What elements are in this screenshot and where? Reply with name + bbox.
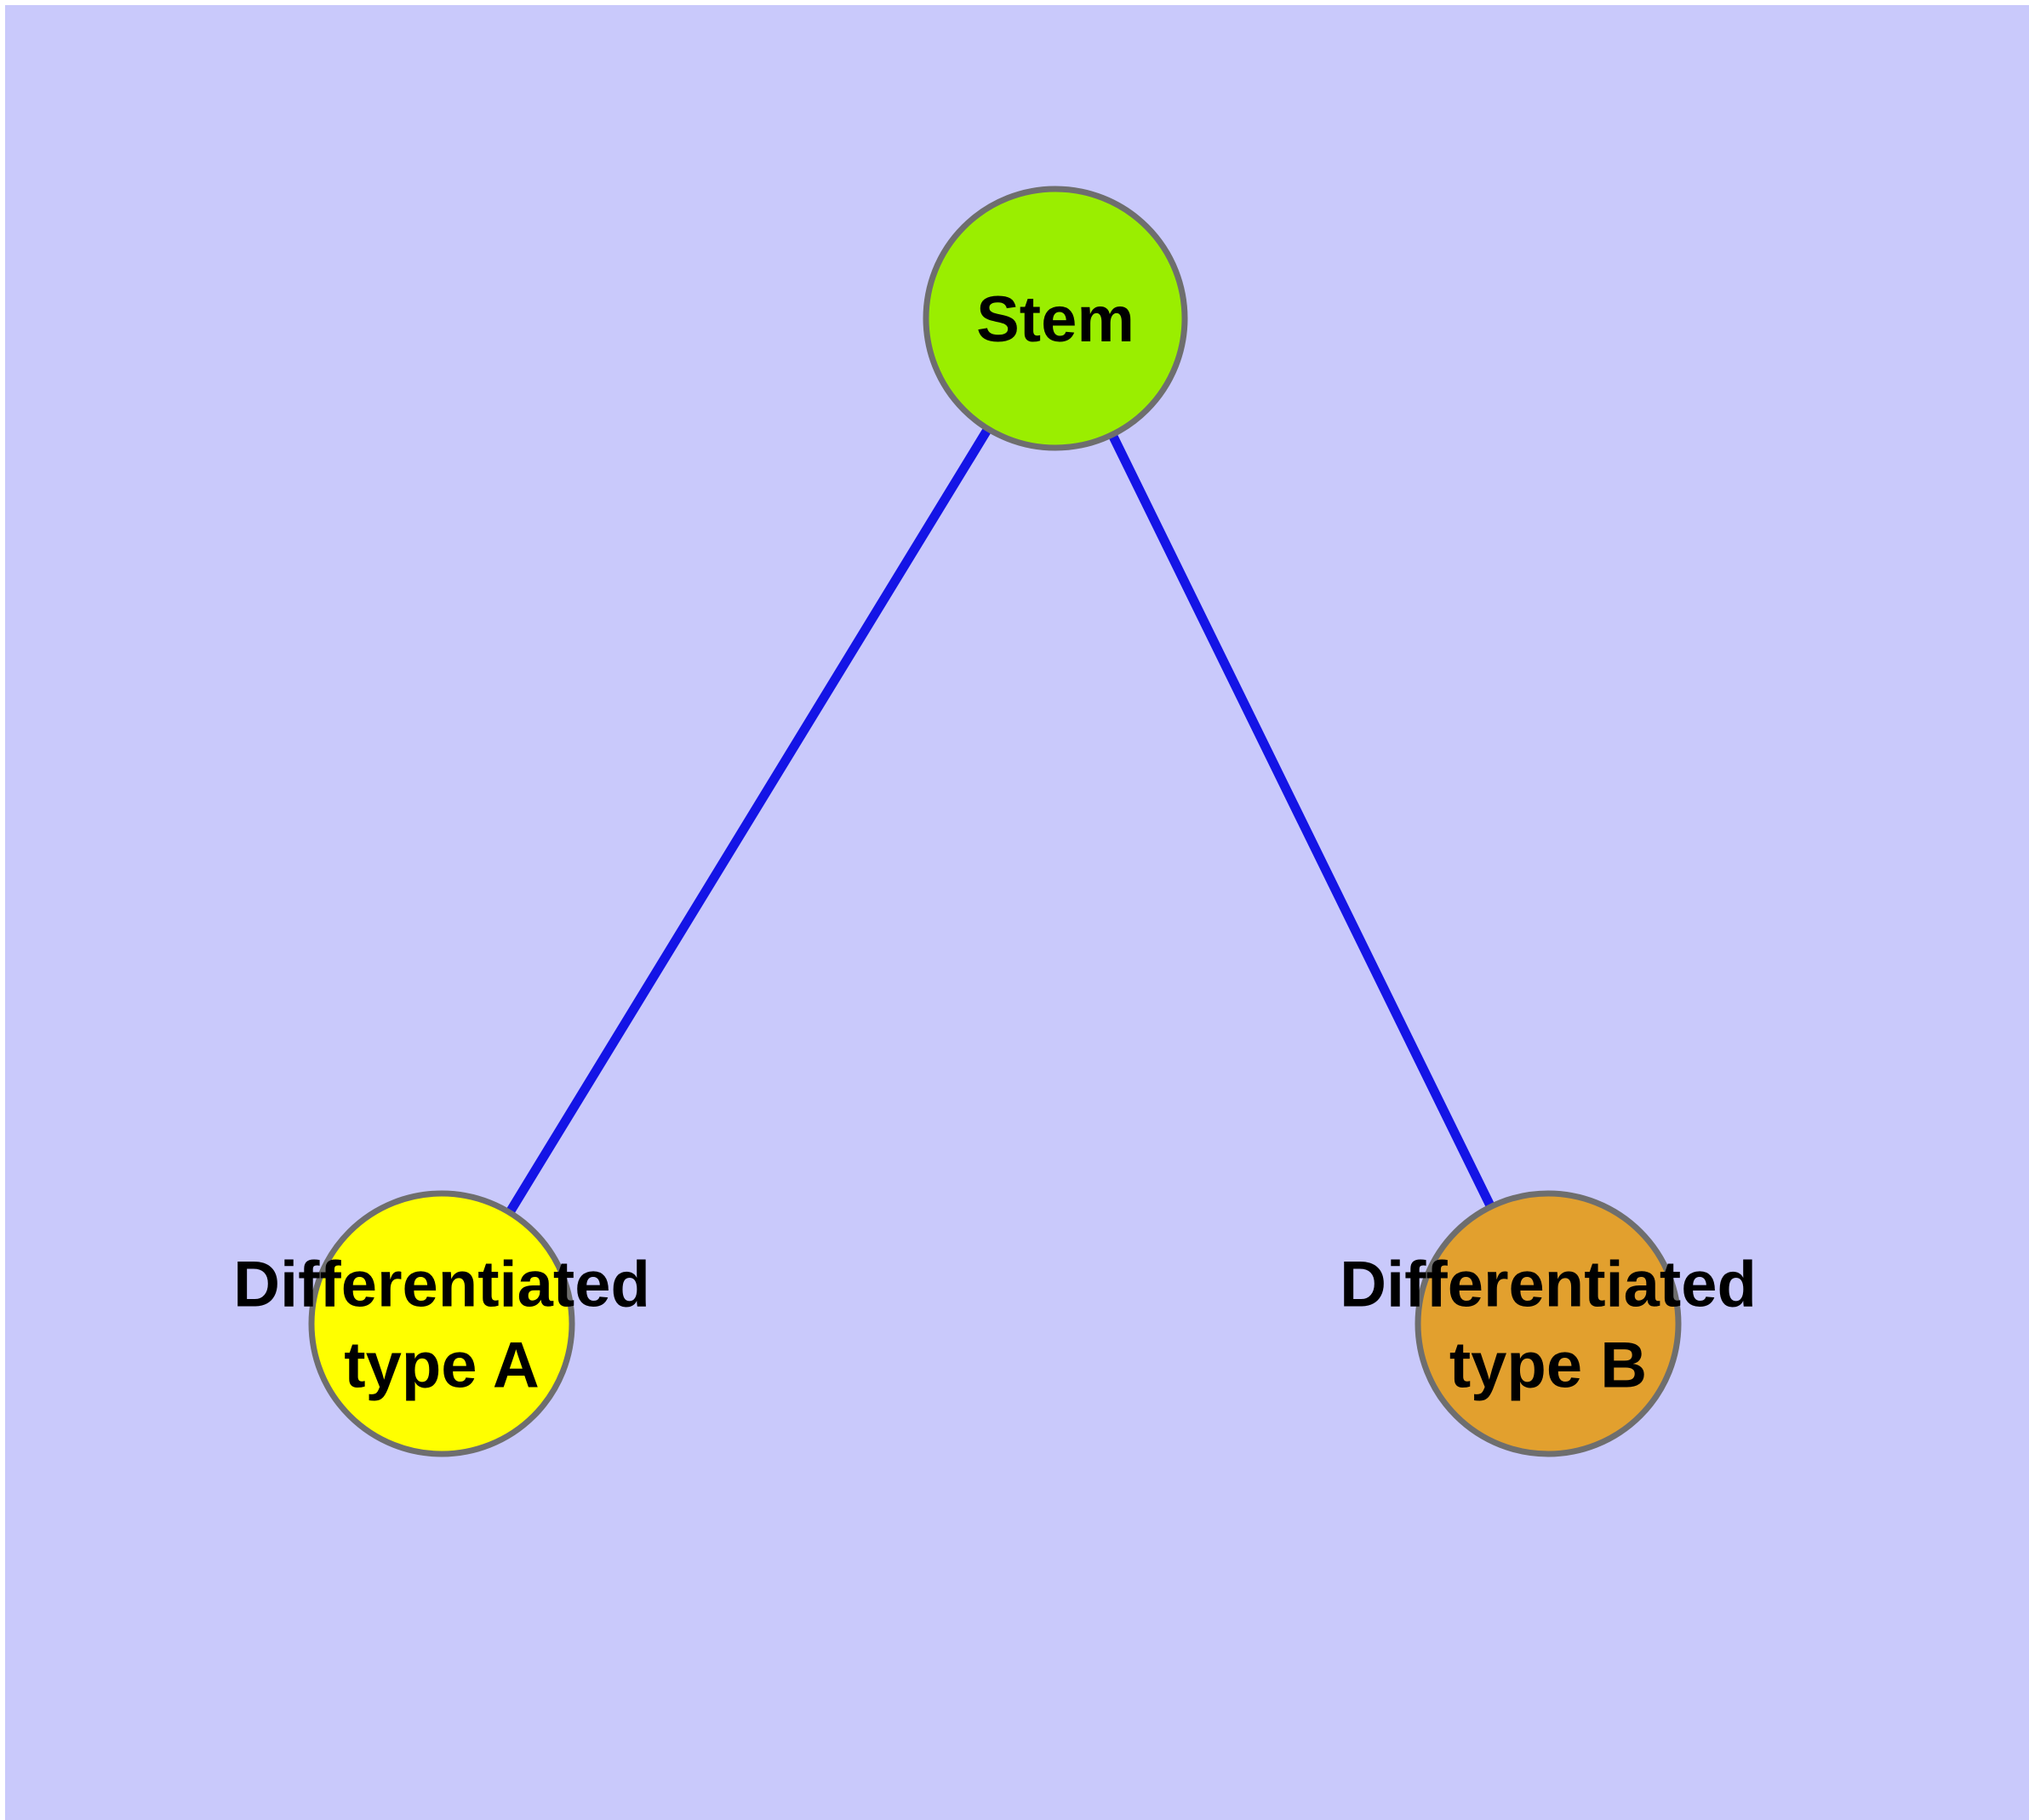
node-label-line: type A (344, 1329, 539, 1401)
node-differentiated-type-a-label: Differentiated type A (233, 1248, 650, 1401)
node-differentiated-type-b-circle[interactable] (1415, 1190, 1682, 1457)
edge-stem-to-differentiated-b[interactable] (1108, 433, 1495, 1208)
node-stem[interactable]: Stem (923, 186, 1188, 451)
node-stem-label: Stem (976, 283, 1135, 356)
node-label-line: Differentiated (1340, 1248, 1757, 1320)
node-differentiated-type-b-label: Differentiated type B (1340, 1248, 1757, 1401)
node-stem-circle[interactable] (923, 186, 1188, 451)
node-label-line: Stem (976, 283, 1135, 356)
node-label-line: type B (1449, 1329, 1647, 1401)
edges-layer (506, 427, 1495, 1214)
node-differentiated-type-a[interactable]: Differentiated type A (233, 1190, 650, 1457)
edge-stem-to-differentiated-a[interactable] (506, 427, 992, 1214)
node-differentiated-type-a-circle[interactable] (308, 1190, 575, 1457)
node-label-line: Differentiated (233, 1248, 650, 1320)
nodes-layer: Stem Differentiated type A Differentiated… (233, 186, 1757, 1457)
node-differentiated-type-b[interactable]: Differentiated type B (1340, 1190, 1757, 1457)
